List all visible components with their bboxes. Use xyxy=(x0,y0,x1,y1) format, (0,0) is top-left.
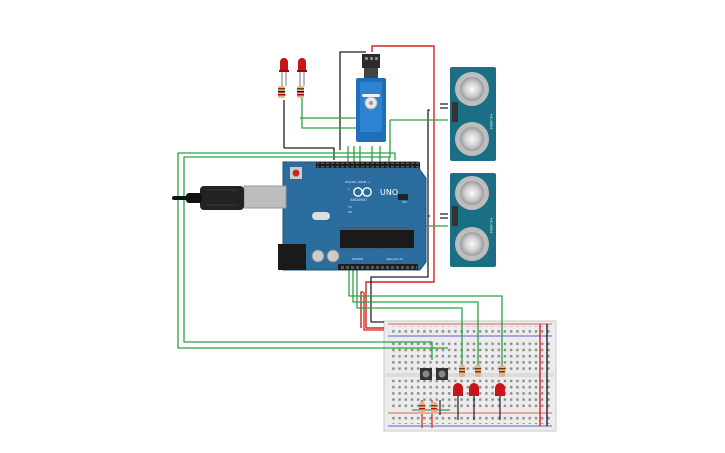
reset-button-icon xyxy=(290,167,302,179)
power-header-label: POWER xyxy=(352,257,363,261)
board-logo-text: ARDUINO xyxy=(350,198,367,202)
usb-connector-icon xyxy=(172,185,287,210)
sensor-top-label: HC-SR04 xyxy=(489,114,493,130)
resistor-icon xyxy=(475,365,481,377)
led-icon xyxy=(279,58,289,86)
board-brand: UNO xyxy=(380,188,398,197)
arduino-logo-icon xyxy=(353,187,372,197)
on-label: ON xyxy=(402,200,407,204)
resistor-icon xyxy=(278,86,285,98)
digital-header-label: DIGITAL (PWM~) xyxy=(345,180,370,184)
wires xyxy=(177,45,503,428)
servo-icon xyxy=(356,54,386,142)
resistor-icon xyxy=(419,402,425,414)
led-icon xyxy=(495,383,505,396)
l-label: L xyxy=(348,187,350,191)
tx-label: TX xyxy=(347,205,352,209)
led-icon xyxy=(469,383,479,396)
resistor-icon xyxy=(431,402,437,414)
pushbutton-icon xyxy=(436,368,448,380)
arduino-uno-board: UNO ARDUINO DIGITAL (PWM~) POWER ANALOG … xyxy=(172,161,427,271)
rx-label: RX xyxy=(348,210,352,214)
led-icon xyxy=(297,58,307,86)
sensor-bottom-label: HC-SR04 xyxy=(489,218,493,234)
resistor-icon xyxy=(499,365,505,377)
resistor-icon xyxy=(297,86,304,98)
led-icon xyxy=(453,383,463,396)
ultrasonic-sensor-top: HC-SR04 xyxy=(450,67,496,161)
pushbutton-icon xyxy=(420,368,432,380)
breadboard xyxy=(383,320,557,432)
ultrasonic-sensor-bottom: HC-SR04 xyxy=(450,173,496,267)
analog-header-label: ANALOG IN xyxy=(386,257,403,261)
resistor-icon xyxy=(459,365,465,377)
